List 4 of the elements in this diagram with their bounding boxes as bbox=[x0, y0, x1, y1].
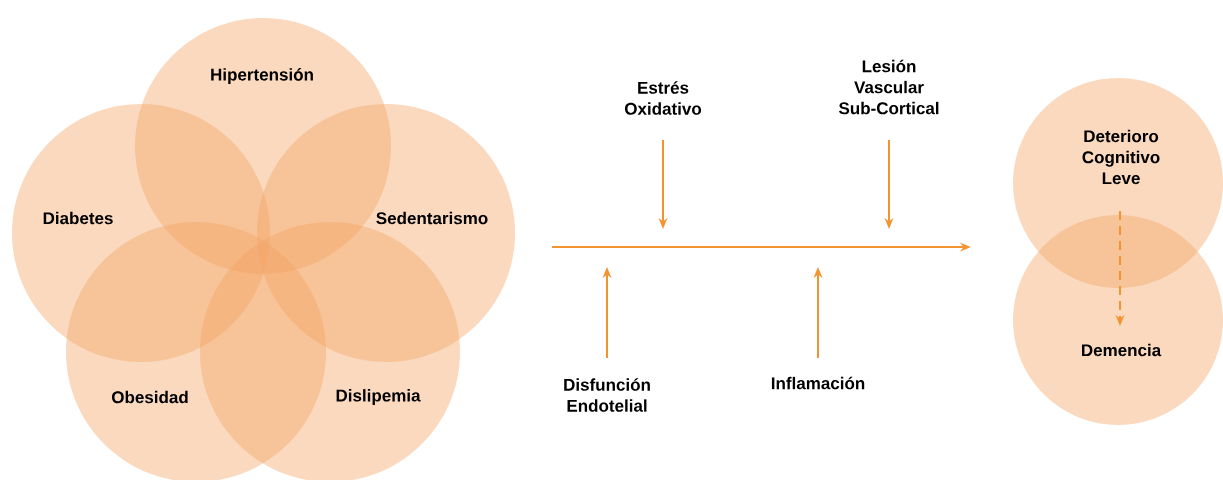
factor-label: Estrés Oxidativo bbox=[624, 81, 702, 115]
factor-label: Lesión Vascular Sub-Cortical bbox=[838, 59, 939, 115]
factor-label: Inflamación bbox=[771, 376, 865, 390]
factor-label: Disfunción Endotelial bbox=[564, 378, 650, 412]
